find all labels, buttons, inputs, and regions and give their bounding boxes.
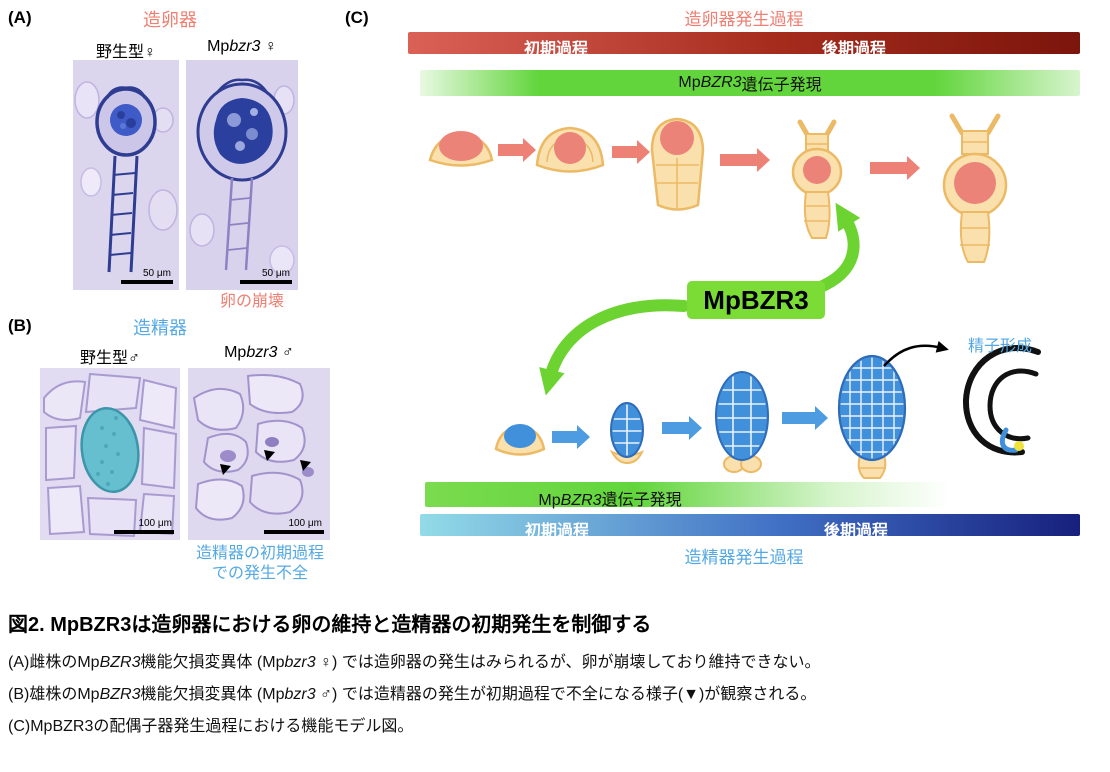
antheridium-stage-1 [494,424,546,456]
text-segment: 機能欠損変異体 (Mp [140,654,285,671]
text-segment: ♀ [260,38,277,55]
panel-c-label: (C) [345,8,369,27]
scale-text: 50 μm [262,268,290,279]
text-segment: (A)雌株のMp [8,654,100,671]
panel-a-mutant-label: Mpbzr3 ♀ [186,38,298,56]
panel-b-mutant-label: Mpbzr3 ♂ [188,344,330,362]
text-segment: 遺伝子発現 [601,492,682,509]
antheridium-stage-3 [715,371,769,473]
text-segment: bzr3 [284,654,316,671]
text-segment: bzr3 [229,38,261,55]
archegonium-process-title: 造卵器発生過程 [684,10,804,29]
caption-line-a: (A)雌株のMpBZR3機能欠損変異体 (Mpbzr3 ♀) では造卵器の発生は… [8,648,821,672]
stage-arrow [720,148,770,172]
text-segment: MpBZR3 [703,284,809,315]
panel-a-label: (A) [8,8,32,27]
panel-b-annotation: 造精器の初期過程 での発生不全 [164,544,356,584]
text-segment: BZR3 [99,686,141,703]
figure-caption-title: 図2. MpBZR3は造卵器における卵の維持と造精器の初期発生を制御する [8,614,652,636]
antheridium-expression-bar [425,482,950,507]
archegonium-stage-5 [942,113,1008,263]
archegonium-late-phase-label: 後期過程 [821,41,887,58]
text-segment: (B)雄株のMp [8,686,100,703]
mpbzr3-center-label: MpBZR3 [687,281,825,319]
panel-b-mutant-micrograph: 100 μm [188,368,330,540]
caption-line-b: (B)雄株のMpBZR3機能欠損変異体 (Mpbzr3 ♂) では造精器の発生が… [8,680,816,704]
scale-bar [114,530,174,534]
mutant-antheridium-image [188,368,330,540]
mutant-archegonium-image [186,60,298,290]
antheridium-late-phase-label: 後期過程 [823,523,889,540]
archegonium-phase-bar [408,32,1080,54]
scale-bar [264,530,324,534]
annotation-line: での発生不全 [211,565,308,582]
archegonium-stage-2 [535,126,605,173]
text-segment: Mp [224,344,247,361]
stage-arrow [612,140,650,164]
mpbzr3-to-archegonium-arrow [812,202,861,294]
antheridium-stage-4 [837,354,907,479]
panel-a-annotation: 卵の崩壊 [219,293,284,310]
sperm-formation-arrow [883,340,949,367]
scale-text: 100 μm [288,518,322,529]
antheridium-early-phase-label: 初期過程 [524,523,590,540]
scale-text: 50 μm [143,268,171,279]
panel-a-wildtype-label: 野生型♀ [95,44,156,61]
stage-arrow [552,425,590,449]
text-segment: BZR3 [700,74,742,91]
sperm-formation-label: 精子形成 [967,338,1033,355]
panel-b-title: 造精器 [133,318,187,338]
panel-a-wildtype-micrograph: 50 μm [73,60,179,290]
stage-arrow [498,138,536,162]
panel-a-title: 造卵器 [143,10,197,30]
panel-b-wildtype-label: 野生型♂ [79,350,140,367]
panel-b-wildtype-micrograph: 100 μm [40,368,180,540]
scale-bar [240,280,292,284]
archegonium-early-phase-label: 初期過程 [523,41,589,58]
wildtype-archegonium-image [73,60,179,290]
text-segment: 機能欠損変異体 (Mp [140,686,285,703]
stage-arrow [870,156,920,180]
stage-arrow [662,416,702,440]
text-segment: Mp [538,492,561,509]
antheridium-process-title: 造精器発生過程 [684,548,804,567]
text-segment: BZR3 [560,492,602,509]
mpbzr3-to-antheridium-arrow [539,299,690,396]
archegonium-stage-3 [650,117,705,211]
text-segment: Mp [207,38,230,55]
archegonium-stage-1 [428,131,494,167]
wildtype-antheridium-image [40,368,180,540]
archegonium-stage-4 [791,119,843,239]
sperm-drawing [962,344,1041,456]
text-segment: BZR3 [99,654,141,671]
text-segment: bzr3 [246,344,278,361]
text-segment: 遺伝子発現 [741,77,822,94]
scale-text: 100 μm [138,518,172,529]
text-segment: ♀) では造卵器の発生はみられるが、卵が崩壊しており維持できない。 [315,654,821,671]
text-segment: Mp [678,74,701,91]
text-segment: ♂ [277,344,294,361]
text-segment: ♂) では造精器の発生が初期過程で不全になる様子(▼)が観察される。 [315,686,817,703]
panel-a-mutant-micrograph: 50 μm [186,60,298,290]
caption-line-c: (C)MpBZR3の配偶子器発生過程における機能モデル図。 [8,718,414,735]
stage-arrow [782,406,828,430]
scale-bar [121,280,173,284]
annotation-line: 造精器の初期過程 [195,545,324,562]
antheridium-stage-2 [609,402,645,465]
panel-b-label: (B) [8,316,32,335]
antheridium-expression-label: MpBZR3遺伝子発現 [538,486,681,510]
antheridium-phase-bar [420,514,1080,536]
text-segment: bzr3 [284,686,316,703]
